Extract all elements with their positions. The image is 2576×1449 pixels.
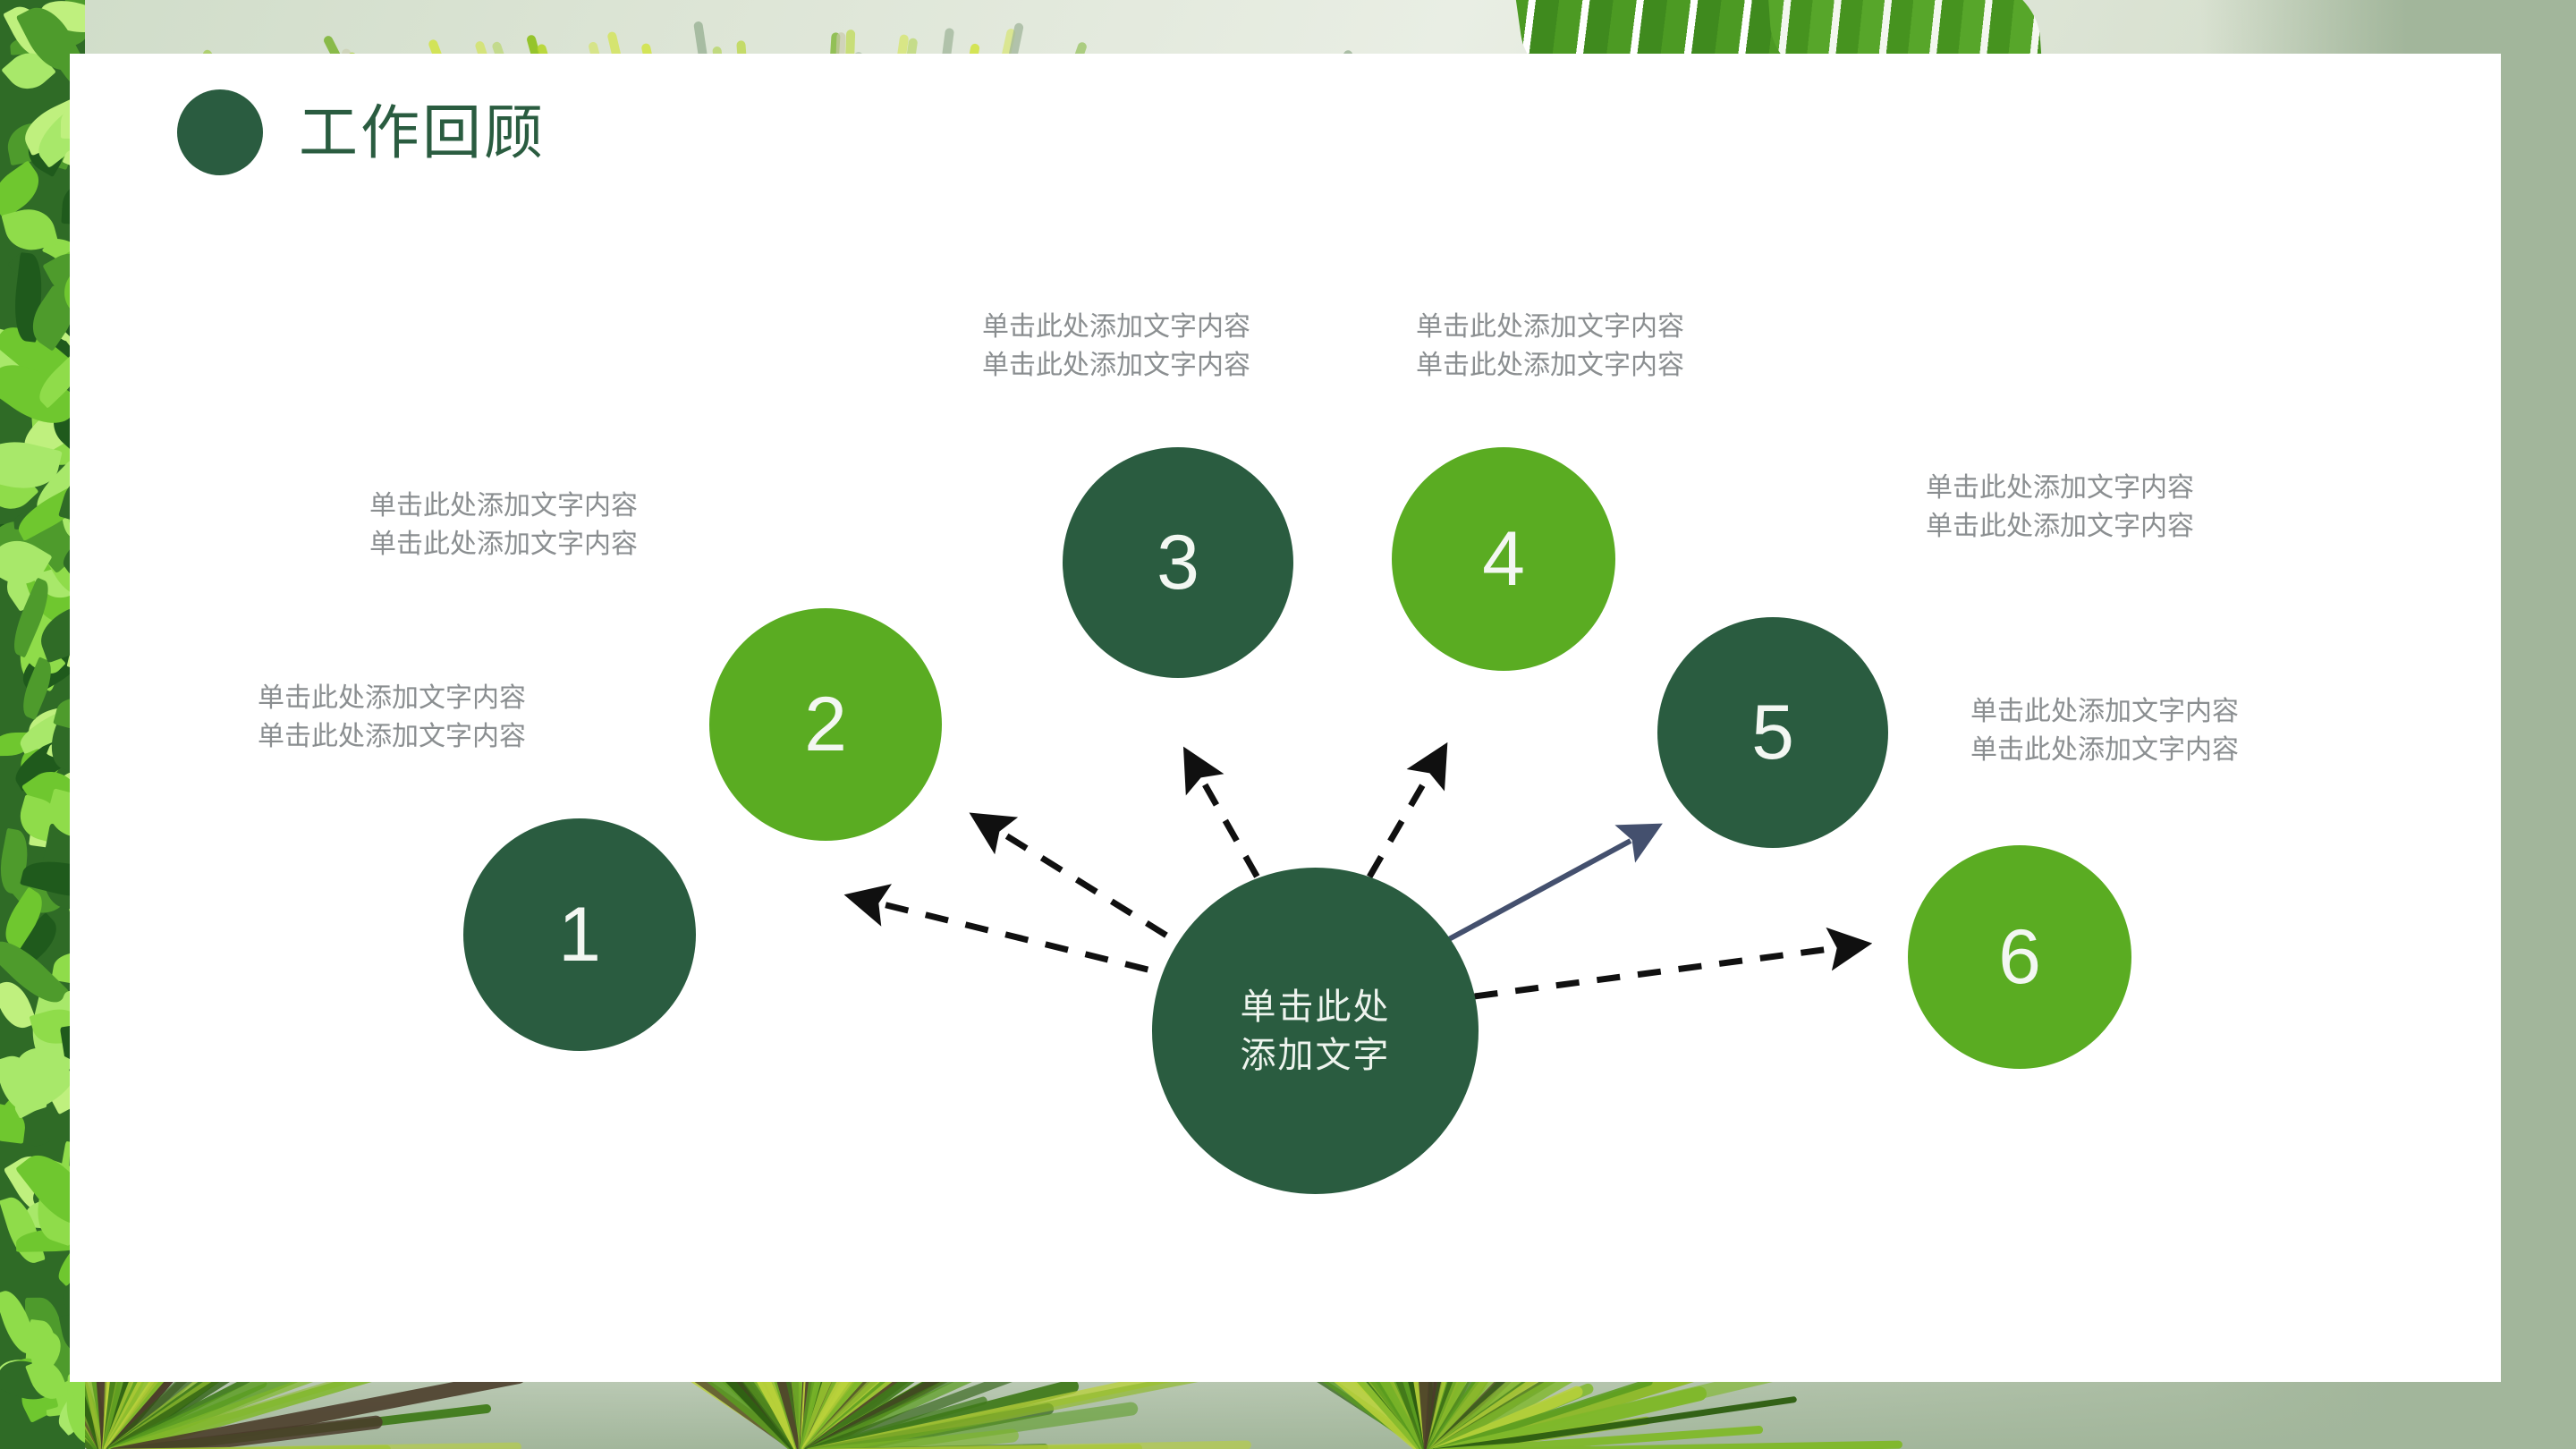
label-2-line-2: 单击此处添加文字内容 bbox=[369, 529, 638, 559]
title-bullet-circle-icon bbox=[177, 89, 263, 175]
node-number-2: 2 bbox=[804, 682, 847, 767]
label-for-node-3: 单击此处添加文字内容 单击此处添加文字内容 bbox=[982, 309, 1358, 385]
label-for-node-2: 单击此处添加文字内容 单击此处添加文字内容 bbox=[262, 487, 638, 564]
label-6-line-2: 单击此处添加文字内容 bbox=[1970, 734, 2239, 765]
label-5-line-1: 单击此处添加文字内容 bbox=[1926, 473, 2194, 503]
label-for-node-1: 单击此处添加文字内容 单击此处添加文字内容 bbox=[150, 680, 526, 756]
hub-line-2: 添加文字 bbox=[1240, 1035, 1391, 1075]
connector-to-node-3 bbox=[1182, 746, 1281, 914]
connector-to-node-5 bbox=[1414, 823, 1663, 960]
connector-to-node-4 bbox=[1345, 741, 1448, 914]
page-title: 工作回顾 bbox=[299, 99, 546, 165]
label-4-line-2: 单击此处添加文字内容 bbox=[1416, 350, 1684, 380]
label-3-line-2: 单击此处添加文字内容 bbox=[982, 350, 1250, 380]
node-number-4: 4 bbox=[1482, 516, 1525, 602]
radial-diagram: 单击此处 添加文字 1 2 3 4 5 6 bbox=[70, 54, 2501, 1382]
label-3-line-1: 单击此处添加文字内容 bbox=[982, 312, 1250, 342]
node-circle-2[interactable]: 2 bbox=[709, 608, 942, 841]
hub-circle[interactable]: 单击此处 添加文字 bbox=[1152, 868, 1479, 1194]
label-1-line-2: 单击此处添加文字内容 bbox=[258, 721, 526, 751]
label-for-node-5: 单击此处添加文字内容 单击此处添加文字内容 bbox=[1926, 470, 2301, 546]
node-circle-4[interactable]: 4 bbox=[1392, 447, 1615, 671]
node-circle-1[interactable]: 1 bbox=[463, 818, 696, 1051]
hub-line-1: 单击此处 bbox=[1240, 987, 1391, 1027]
slide-content-card: 工作回顾 bbox=[70, 54, 2501, 1382]
node-circle-3[interactable]: 3 bbox=[1063, 447, 1293, 678]
label-1-line-1: 单击此处添加文字内容 bbox=[258, 683, 526, 713]
node-number-5: 5 bbox=[1751, 690, 1794, 775]
page-title-row: 工作回顾 bbox=[177, 89, 546, 175]
label-5-line-2: 单击此处添加文字内容 bbox=[1926, 511, 2194, 541]
connector-to-node-2 bbox=[969, 812, 1203, 960]
connector-lines bbox=[843, 741, 1873, 1005]
node-number-3: 3 bbox=[1157, 520, 1199, 606]
connector-to-node-6 bbox=[1433, 927, 1873, 1005]
label-for-node-4: 单击此处添加文字内容 单击此处添加文字内容 bbox=[1416, 309, 1792, 385]
label-6-line-1: 单击此处添加文字内容 bbox=[1970, 697, 2239, 726]
node-number-1: 1 bbox=[558, 892, 601, 978]
node-circle-5[interactable]: 5 bbox=[1657, 617, 1888, 848]
label-4-line-1: 单击此处添加文字内容 bbox=[1416, 312, 1684, 342]
connector-to-node-1 bbox=[843, 884, 1189, 983]
node-number-6: 6 bbox=[1998, 914, 2041, 1000]
label-for-node-6: 单击此处添加文字内容 单击此处添加文字内容 bbox=[1970, 693, 2346, 769]
label-2-line-1: 单击此处添加文字内容 bbox=[369, 491, 638, 521]
node-circle-6[interactable]: 6 bbox=[1908, 845, 2131, 1069]
